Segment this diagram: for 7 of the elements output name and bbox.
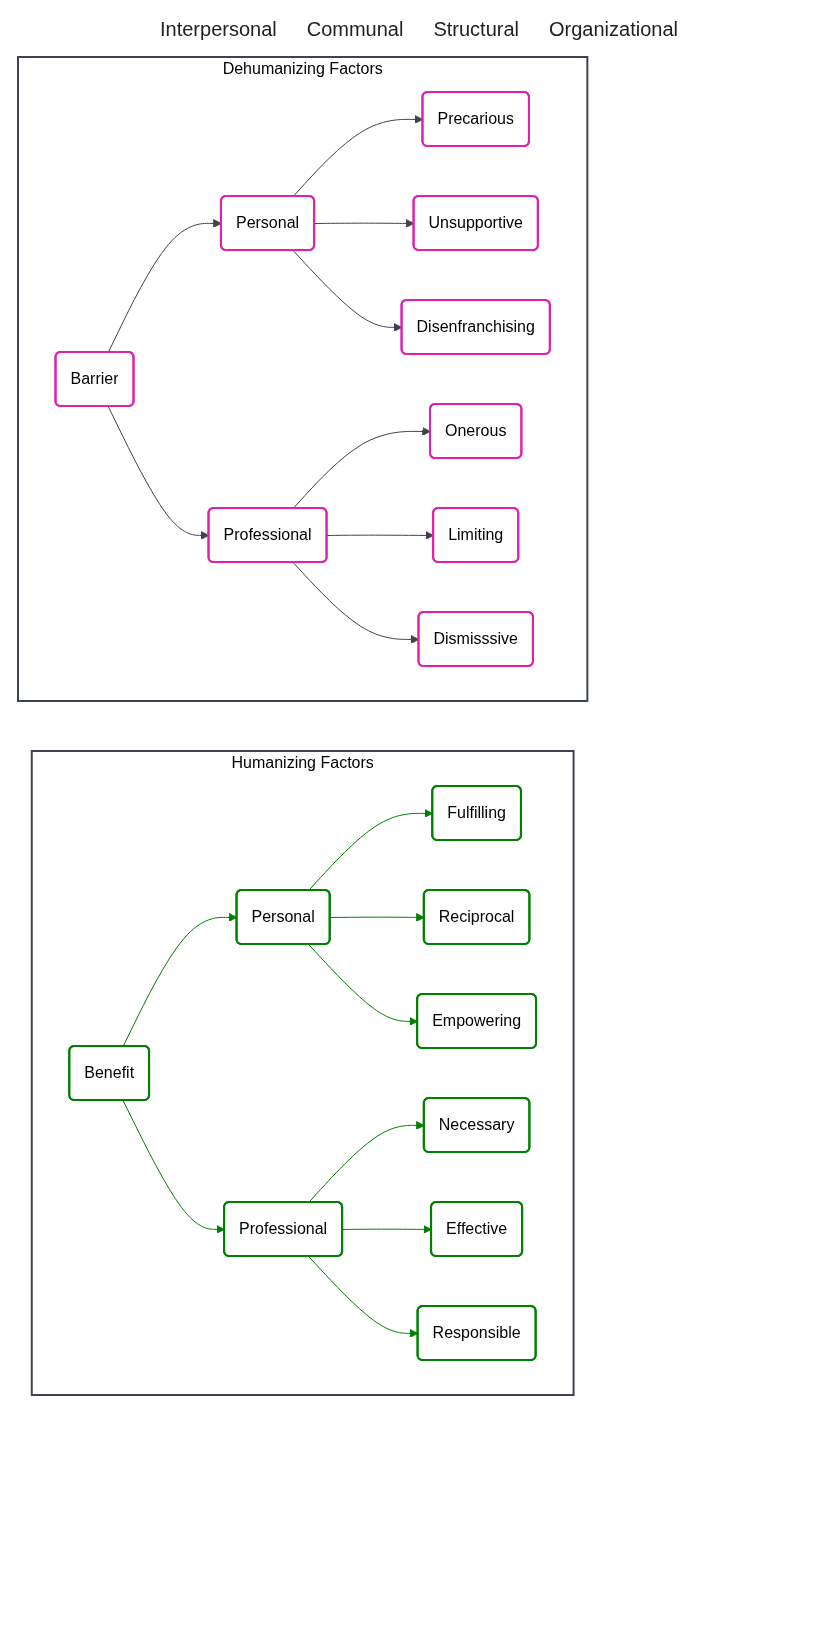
arrow: [122, 1100, 225, 1234]
bracket-label: Structural: [433, 18, 520, 41]
bracket-label: Interpersonal: [160, 18, 277, 41]
bracket-label: Communal: [306, 18, 404, 41]
bracket-label: Organizational: [549, 18, 678, 41]
arrow: [292, 427, 431, 509]
arrow: [342, 1225, 432, 1234]
